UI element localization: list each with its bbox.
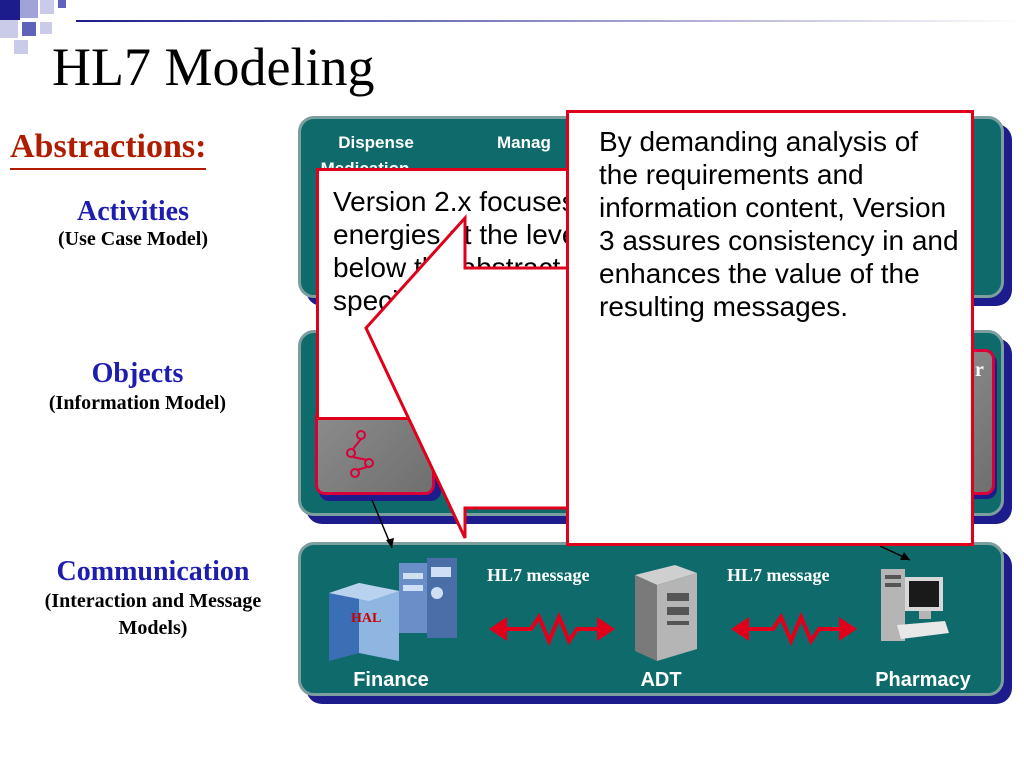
- hl7-message-right: HL7 message: [727, 565, 830, 585]
- activities-title: Activities: [77, 196, 189, 227]
- version3-callout: By demanding analysis of the requirement…: [566, 110, 974, 546]
- class-diagram-icon: [346, 430, 374, 478]
- slide-title: HL7 Modeling: [52, 37, 375, 97]
- activities-subtitle: (Use Case Model): [58, 228, 208, 250]
- hl7-message-left: HL7 message: [487, 565, 590, 585]
- message-arrow-left: [489, 611, 615, 647]
- version3-text: By demanding analysis of the requirement…: [599, 126, 959, 323]
- finance-label: Finance: [353, 669, 429, 691]
- communication-title: Communication: [56, 556, 250, 587]
- pharmacy-label: Pharmacy: [875, 669, 971, 691]
- hal-label: HAL: [351, 611, 382, 626]
- objects-subtitle: (Information Model): [48, 392, 227, 414]
- manage-label: Manag: [497, 133, 551, 152]
- communication-panel: HAL HL7 message HL7 message Finance ADT …: [298, 542, 1004, 696]
- objects-partial-label: r: [975, 359, 984, 381]
- activities-label: Activities (Use Case Model): [18, 196, 248, 251]
- mainframe-icon: [329, 558, 457, 661]
- message-arrow-right: [731, 611, 857, 647]
- communication-label: Communication (Interaction and Message M…: [8, 556, 298, 642]
- adt-label: ADT: [640, 669, 682, 691]
- server-icon: [635, 565, 697, 661]
- workstation-icon: [881, 569, 949, 641]
- objects-label: Objects (Information Model): [30, 358, 245, 416]
- dispense-label: Dispense: [338, 133, 414, 152]
- communication-subtitle: (Interaction and Message Models): [44, 590, 262, 639]
- abstractions-heading: Abstractions:: [10, 128, 207, 170]
- objects-title: Objects: [91, 358, 184, 389]
